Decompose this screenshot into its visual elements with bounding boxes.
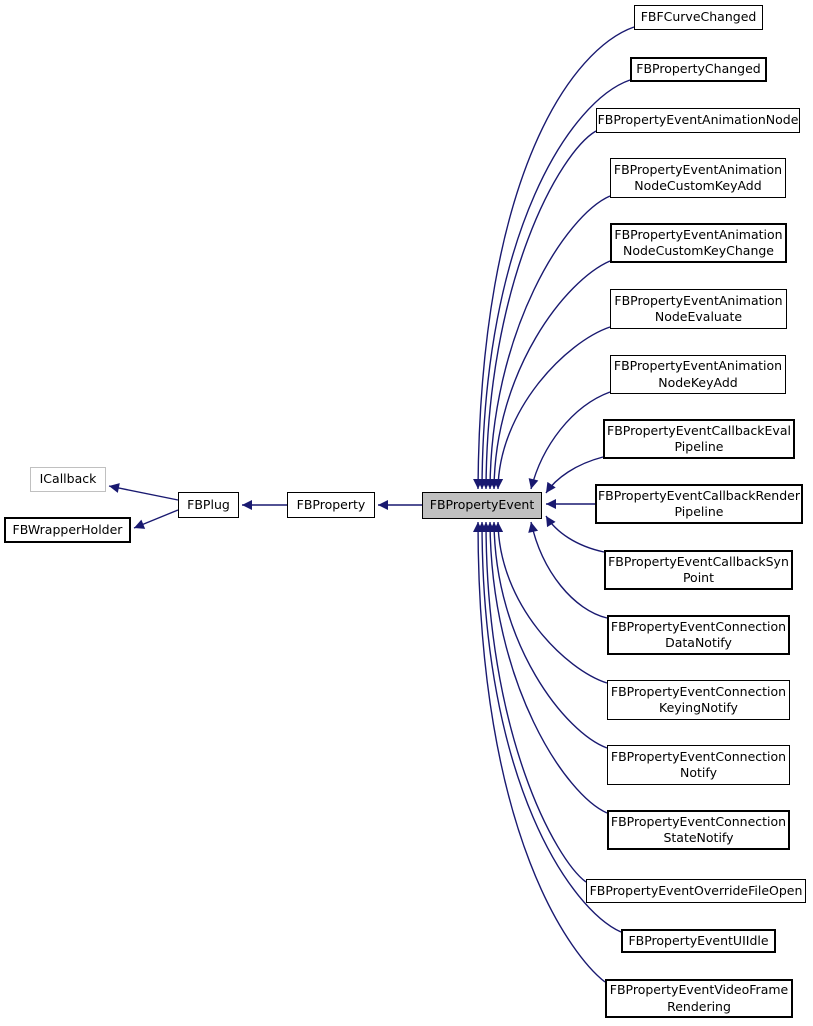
inheritance-edge	[485, 195, 611, 490]
class-node-fbpropertyeventcallbackrenderpipeline[interactable]: FBPropertyEventCallbackRender Pipeline	[595, 484, 803, 524]
inheritance-edge	[528, 391, 611, 490]
inheritance-edge	[489, 260, 611, 490]
inheritance-edge	[108, 483, 179, 501]
class-node-fbpropertyeventconnectiondatanotify[interactable]: FBPropertyEventConnection DataNotify	[607, 615, 790, 655]
inheritance-edge	[493, 326, 611, 490]
inheritance-edge	[481, 521, 587, 883]
class-node-fbpropertyeventuiidle[interactable]: FBPropertyEventUIIdle	[621, 929, 776, 953]
class-node-icallback[interactable]: ICallback	[30, 467, 106, 492]
inheritance-edge	[481, 130, 597, 490]
inheritance-edge	[473, 26, 635, 490]
class-node-fbpropertyeventanimationnodecustomkeychange[interactable]: FBPropertyEventAnimation NodeCustomKeyCh…	[610, 223, 787, 263]
inheritance-edge	[473, 521, 606, 983]
class-node-fbplug[interactable]: FBPlug	[178, 492, 239, 518]
class-node-fbpropertyeventanimationnodecustomkeyadd[interactable]: FBPropertyEventAnimation NodeCustomKeyAd…	[610, 158, 786, 198]
class-node-fbpropertyeventconnectionstatenotify[interactable]: FBPropertyEventConnection StateNotify	[607, 810, 790, 850]
class-node-fbfcurvechanged[interactable]: FBFCurveChanged	[634, 5, 763, 30]
class-node-fbpropertyeventanimationnodekeyadd[interactable]: FBPropertyEventAnimation NodeKeyAdd	[610, 355, 786, 394]
inheritance-edge	[545, 515, 605, 553]
inheritance-edge	[489, 521, 608, 749]
inheritance-edge	[493, 521, 608, 684]
class-node-fbpropertyeventoverridefileopen[interactable]: FBPropertyEventOverrideFileOpen	[586, 879, 806, 903]
class-node-fbpropertyeventconnectionnotify[interactable]: FBPropertyEventConnection Notify	[607, 745, 790, 785]
class-node-fbpropertyeventanimationnode[interactable]: FBPropertyEventAnimationNode	[596, 108, 800, 133]
inheritance-edge	[485, 521, 608, 814]
inheritance-edge	[477, 79, 631, 490]
inheritance-edge	[545, 456, 604, 494]
inheritance-edge	[528, 521, 608, 619]
class-node-fbpropertyeventcallbacksynpoint[interactable]: FBPropertyEventCallbackSyn Point	[604, 550, 793, 590]
class-node-fbpropertyeventvideoframerendering[interactable]: FBPropertyEventVideoFrame Rendering	[605, 979, 793, 1018]
class-node-fbpropertyevent: FBPropertyEvent	[422, 492, 542, 519]
inheritance-edge	[477, 521, 622, 933]
inheritance-edge	[133, 509, 179, 529]
class-node-fbpropertyeventanimationnodeevaluate[interactable]: FBPropertyEventAnimation NodeEvaluate	[610, 289, 787, 329]
class-node-fbpropertyeventcallbackevalpipeline[interactable]: FBPropertyEventCallbackEval Pipeline	[603, 419, 795, 459]
class-node-fbproperty[interactable]: FBProperty	[287, 492, 375, 518]
class-node-fbpropertyeventconnectionkeyingnotify[interactable]: FBPropertyEventConnection KeyingNotify	[607, 680, 790, 720]
class-node-fbwrapperholder[interactable]: FBWrapperHolder	[4, 517, 131, 543]
class-node-fbpropertychanged[interactable]: FBPropertyChanged	[630, 57, 767, 82]
